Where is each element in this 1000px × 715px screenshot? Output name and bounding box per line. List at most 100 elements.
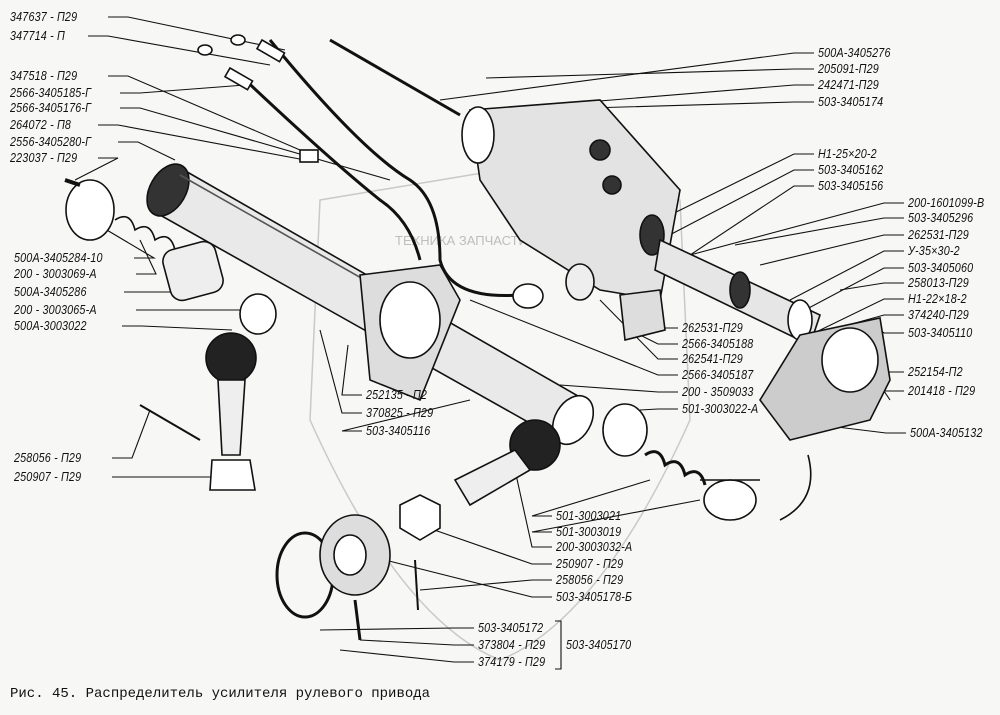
leader-line (734, 217, 904, 246)
part-label: 258013-П29 (908, 276, 969, 290)
figure-caption: Рис. 45. Распределитель усилителя рулево… (10, 686, 431, 702)
part-label: 252135 - П2 (366, 388, 428, 402)
leader-line (136, 239, 157, 275)
leader-line (639, 408, 678, 411)
part-label: 252154-П2 (908, 365, 963, 379)
part-label: 501-3003019 (556, 525, 622, 539)
leader-line (319, 329, 362, 414)
part-label: 347518 - П29 (10, 69, 78, 83)
part-label: 262531-П29 (908, 228, 969, 242)
part-label: 2566-3405187 (682, 368, 754, 382)
leader-line (108, 75, 301, 151)
part-label: 503-3405116 (366, 424, 431, 438)
part-label: 250907 - П29 (556, 557, 624, 571)
leader-line (341, 344, 362, 396)
small-fittings (197, 34, 666, 341)
end-cover (759, 317, 891, 441)
part-label: У-35×30-2 (908, 244, 960, 258)
leader-line (469, 299, 678, 376)
part-label: 223037 - П29 (10, 151, 78, 165)
leader-line (359, 639, 474, 646)
leader-line (559, 384, 678, 393)
part-label: 2566-3405188 (682, 337, 754, 351)
part-label: 503-3405170 (566, 638, 632, 652)
part-label: 347714 - П (10, 29, 65, 43)
leader-line (519, 101, 814, 111)
valve-body (461, 99, 681, 301)
leader-line (531, 499, 701, 533)
leader-line (419, 579, 552, 591)
leader-line (384, 559, 552, 598)
part-label: 500А-3405284-10 (14, 251, 103, 265)
leader-line (74, 157, 119, 181)
part-label: Н1-22×18-2 (908, 292, 967, 306)
leader-line (804, 267, 904, 311)
leader-line (341, 399, 471, 432)
leader-line (319, 627, 474, 631)
leader-line (674, 185, 814, 266)
leader-line (659, 153, 814, 221)
part-label: 503-3405110 (908, 326, 973, 340)
part-label: 370825 - П29 (366, 406, 434, 420)
leader-line (639, 334, 678, 345)
part-label: 258056 - П29 (14, 451, 82, 465)
part-label: 250907 - П29 (14, 470, 82, 484)
part-label: 347637 - П29 (10, 10, 78, 24)
leader-line (120, 84, 246, 94)
leader-line (689, 202, 904, 256)
leader-line (599, 299, 678, 360)
leader-line (439, 52, 814, 101)
part-label: 503-3405060 (908, 261, 974, 275)
clamp-assembly (275, 514, 419, 641)
leader-line (882, 390, 904, 401)
part-label: 500А-3003022 (14, 319, 87, 333)
part-label: 201418 - П29 (908, 384, 976, 398)
part-label: 258056 - П29 (556, 573, 624, 587)
leader-line (485, 68, 814, 79)
part-label: 374179 - П29 (478, 655, 546, 669)
part-label: 503-3405172 (478, 621, 544, 635)
leader-line (759, 234, 904, 266)
part-label: 205091-П29 (818, 62, 879, 76)
leader-line (419, 524, 552, 565)
part-label: 262541-П29 (682, 352, 743, 366)
leader-line (839, 282, 904, 291)
part-label: 200-1601099-В (908, 196, 985, 210)
part-label: 503-3405156 (818, 179, 884, 193)
part-label: 501-3003022-А (682, 402, 759, 416)
spool-assembly (654, 238, 821, 347)
pipes (238, 38, 521, 298)
part-label: 262531-П29 (682, 321, 743, 335)
leader-line (118, 141, 176, 161)
part-label: 264072 - П8 (10, 118, 72, 132)
leader-line (514, 469, 552, 548)
part-label: 2566-3405185-Г (10, 86, 92, 100)
leader-line (809, 298, 904, 336)
leader-line (659, 169, 814, 241)
leader-line (122, 325, 233, 331)
part-label: 200 - 3003065-А (14, 303, 97, 317)
leader-line (879, 329, 904, 334)
part-label: 242471-П29 (818, 78, 879, 92)
part-label: 200 - 3003069-А (14, 267, 97, 281)
part-label: 503-3405162 (818, 163, 884, 177)
leader-lines (74, 16, 906, 670)
watermark-text: ТЕХНИКА ЗАПЧАСТИ (395, 233, 528, 248)
part-label: 503-3405296 (908, 211, 974, 225)
leader-line (120, 107, 391, 181)
part-label: 503-3405174 (818, 95, 884, 109)
part-label: 373804 - П29 (478, 638, 546, 652)
part-label: 200-3003032-А (556, 540, 633, 554)
assembly-bracket (555, 620, 562, 670)
leader-line (98, 124, 306, 161)
leader-line (339, 649, 474, 663)
part-label: 501-3003021 (556, 509, 622, 523)
part-label: 500А-3405276 (818, 46, 891, 60)
part-label: Н1-25×20-2 (818, 147, 877, 161)
part-label: 2566-3405176-Г (10, 101, 92, 115)
part-label: 500А-3405132 (910, 426, 983, 440)
part-label: 500А-3405286 (14, 285, 87, 299)
leader-line (88, 35, 271, 66)
leader-line (789, 250, 904, 301)
